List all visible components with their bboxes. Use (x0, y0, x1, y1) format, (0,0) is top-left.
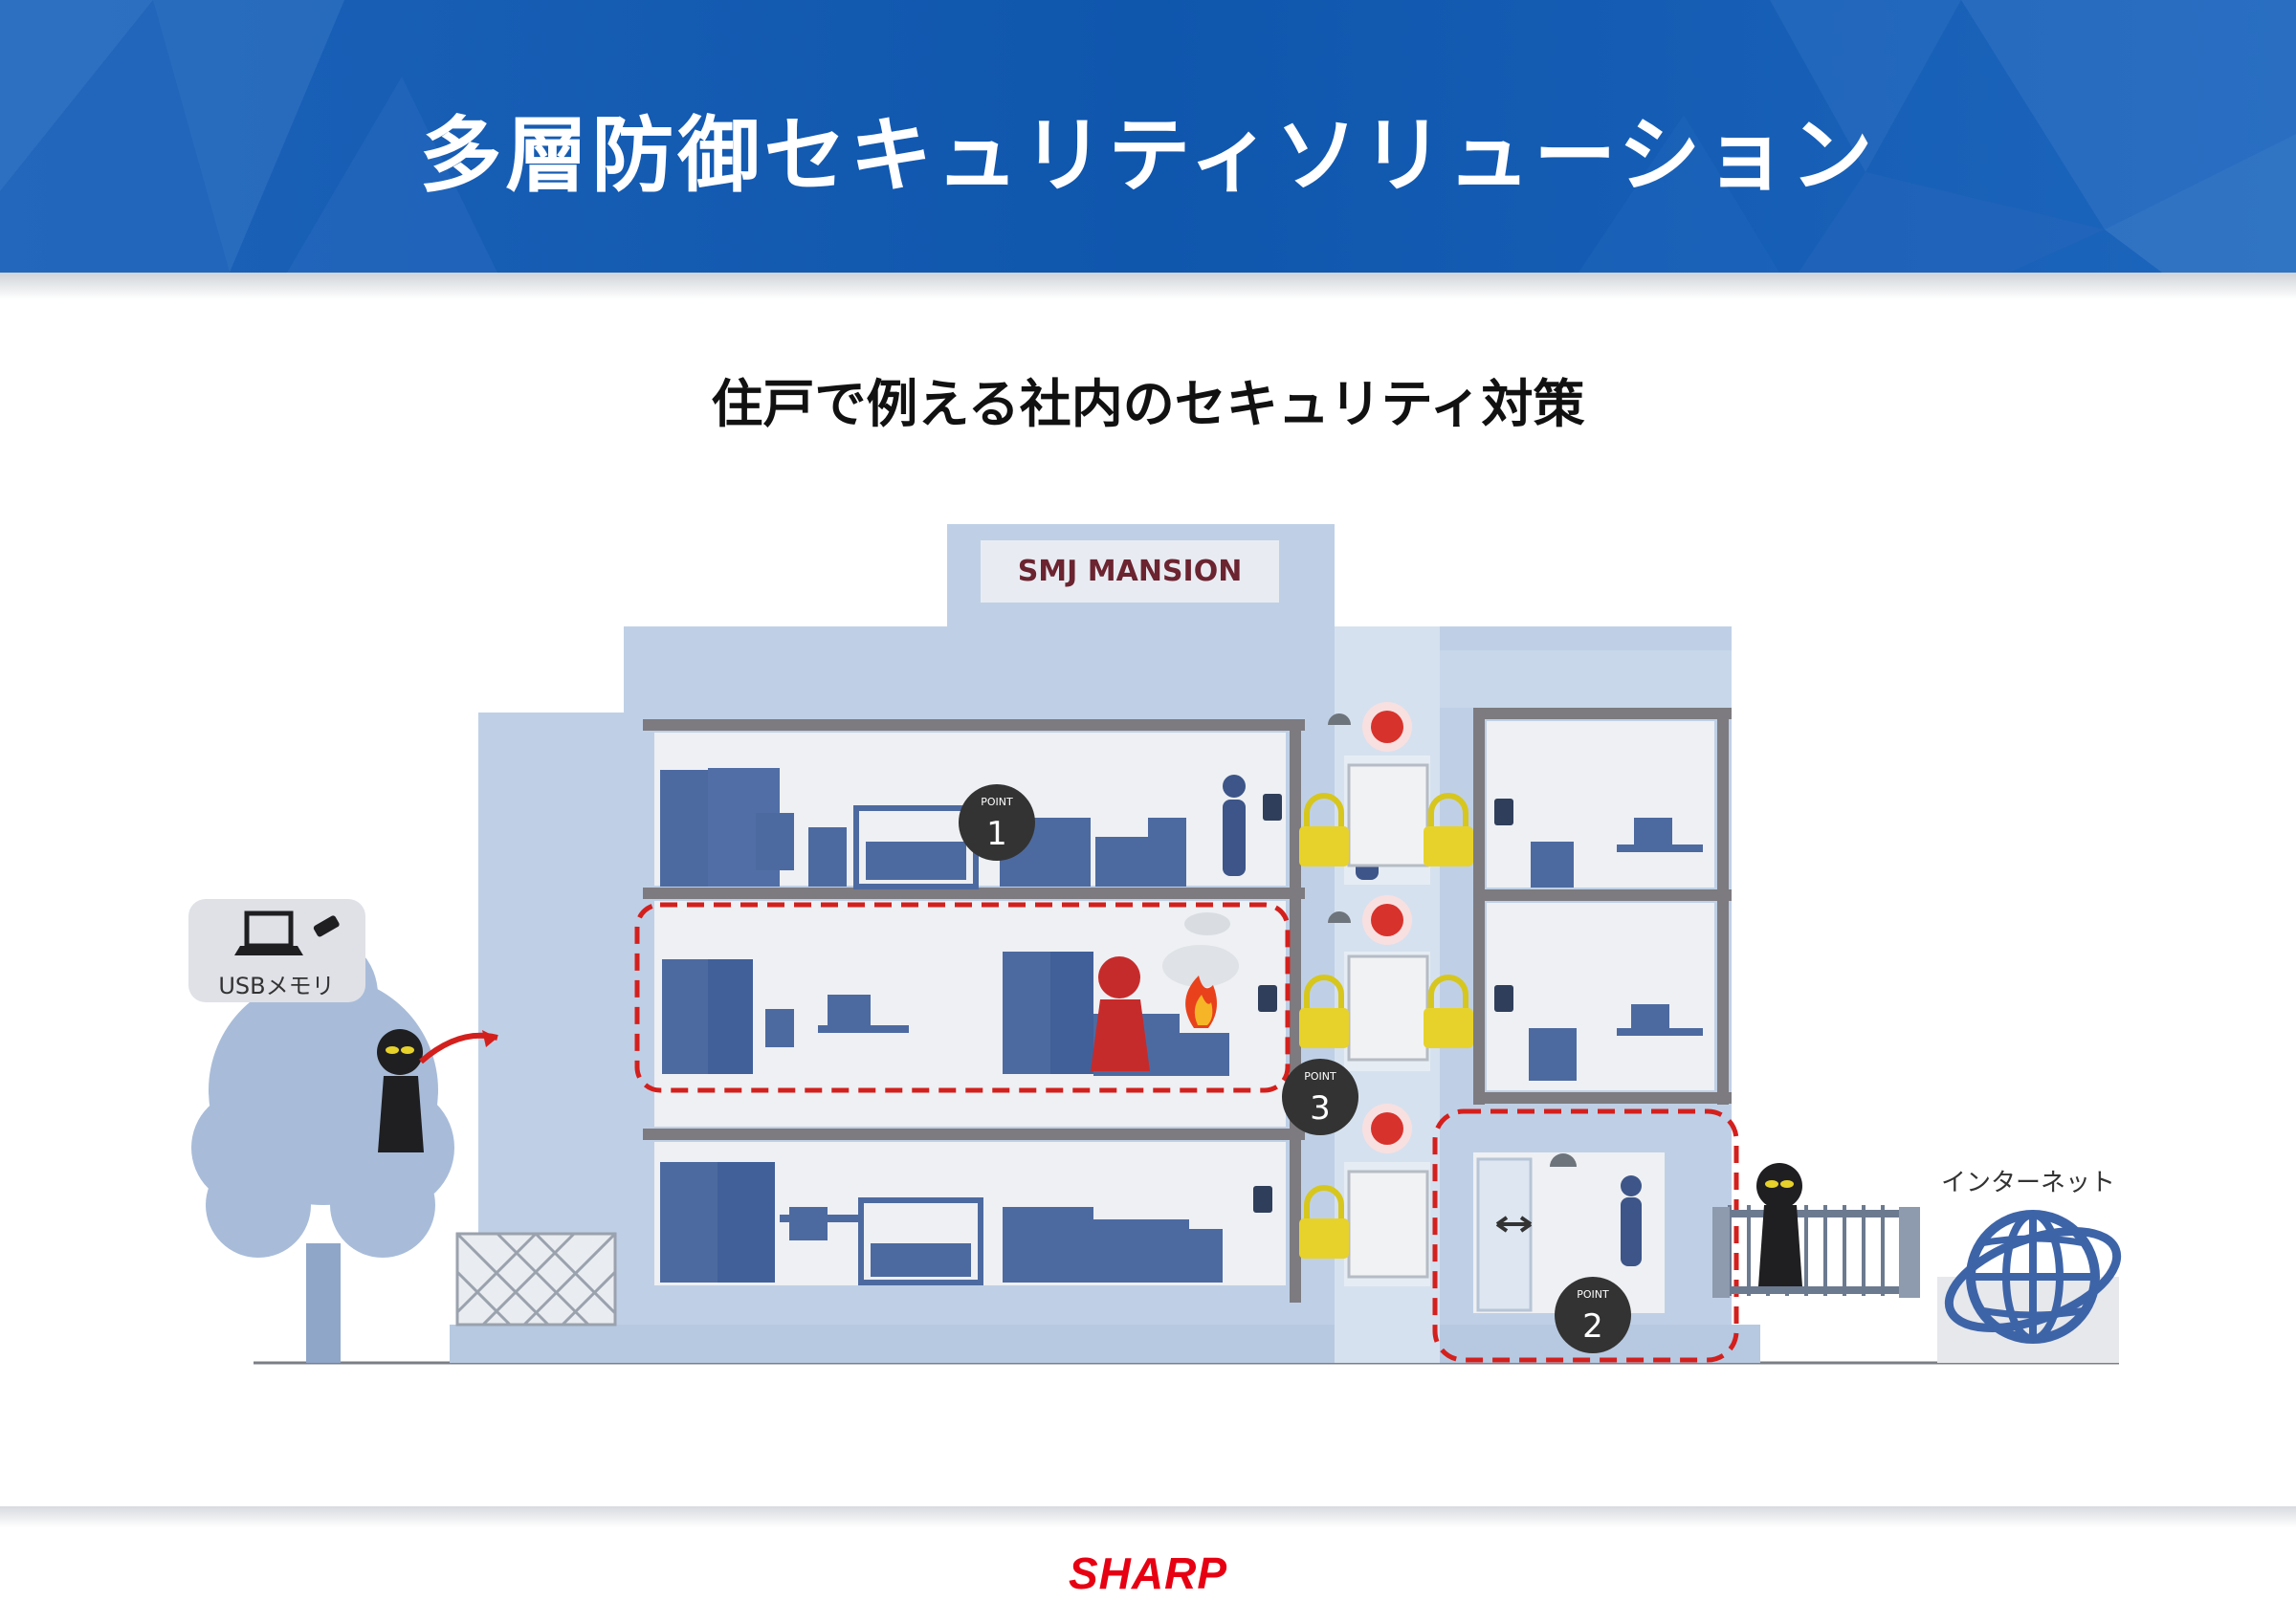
point-2-highlight (1432, 1108, 1739, 1363)
hacker-at-fence-icon (1756, 1163, 1802, 1286)
right-fence (1712, 1205, 1920, 1298)
page-title: 多層防御セキュリティソリューション (419, 108, 1877, 204)
footer-bar (0, 1506, 2296, 1527)
laptop-icon (234, 910, 303, 955)
svg-text:POINT: POINT (981, 796, 1013, 808)
usb-stick-icon (313, 915, 340, 937)
page-subtitle: 住戸で例える社内のセキュリティ対策 (711, 374, 1585, 434)
intruder-icon (1091, 956, 1150, 1071)
intercom-panels (1253, 794, 1513, 1213)
tree (191, 932, 454, 1363)
camera-icon (1328, 713, 1577, 1167)
furniture-right (1529, 818, 1703, 1081)
point-3-badge: POINT 3 (1282, 1059, 1358, 1135)
sharp-logo: SHARP (1068, 1548, 1228, 1598)
header-shadow (0, 273, 2296, 299)
left-fence (455, 1232, 617, 1327)
hacker-in-tree-icon (377, 1029, 498, 1152)
point-2-badge: POINT 2 (1555, 1277, 1631, 1353)
furniture-floor-1 (660, 768, 1186, 889)
alarm-icon (1362, 702, 1412, 1153)
globe-icon (1937, 1210, 2122, 1363)
svg-text:POINT: POINT (1304, 1070, 1336, 1083)
svg-text:POINT: POINT (1577, 1288, 1609, 1301)
floor-slabs (643, 708, 1732, 1303)
internet-label: インターネット (1941, 1169, 2115, 1197)
furniture-floor-3 (660, 1162, 1223, 1285)
point-1-badge: POINT 1 (959, 784, 1035, 861)
lobby-door (1476, 1157, 1533, 1312)
mansion-sign-text: SMJ MANSION (1018, 555, 1243, 588)
usb-callout: USBメモリ (188, 899, 365, 1002)
elevator-doors (1347, 763, 1429, 1279)
usb-label: USBメモリ (218, 973, 334, 999)
padlock-icon (1299, 793, 1473, 1259)
mansion-sign (981, 540, 1279, 603)
header-banner (0, 0, 2296, 273)
svg-text:1: 1 (986, 815, 1007, 853)
svg-text:3: 3 (1310, 1089, 1331, 1128)
fire-icon (1162, 912, 1239, 1076)
svg-text:2: 2 (1582, 1307, 1603, 1346)
point-3-highlight (634, 902, 1291, 1093)
